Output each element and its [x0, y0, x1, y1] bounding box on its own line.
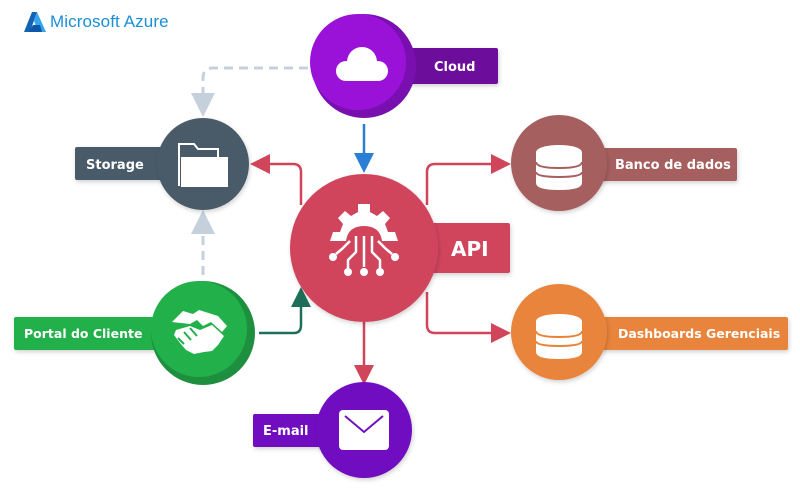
dashboards-label-box: [574, 317, 788, 350]
node-database[interactable]: Banco de dados: [511, 115, 737, 211]
portal-label: Portal do Cliente: [24, 326, 142, 341]
api-gear-circuit-icon: [329, 204, 399, 276]
envelope-icon: [339, 410, 389, 450]
database-icon: [535, 145, 583, 190]
connector-cloud-storage: [191, 66, 308, 117]
email-label: E-mail: [263, 424, 309, 439]
connector-api-storage: [250, 154, 303, 205]
database-label-box: [574, 148, 737, 181]
handshake-icon: [172, 310, 227, 354]
connector-api-database: [425, 154, 511, 205]
azure-logo-icon: [24, 12, 46, 32]
node-api[interactable]: API: [290, 174, 510, 322]
api-label: API: [451, 237, 489, 261]
node-dashboards[interactable]: Dashboards Gerenciais: [511, 284, 788, 380]
node-portal[interactable]: Portal do Cliente: [14, 281, 255, 385]
cloud-label-box: [395, 48, 498, 84]
brand-logo: Microsoft Azure: [24, 12, 169, 32]
connector-portal-api: [259, 287, 311, 335]
storage-label: Storage: [86, 158, 144, 173]
brand-name: Microsoft Azure: [50, 12, 169, 31]
node-cloud[interactable]: Cloud: [310, 14, 498, 118]
portal-label-box: [14, 317, 164, 350]
folder-icon: [178, 143, 228, 187]
connector-api-dashboards: [425, 292, 511, 343]
email-label-box: [253, 414, 328, 447]
cloud-icon: [336, 47, 388, 81]
node-storage[interactable]: Storage: [75, 118, 249, 210]
database-icon: [535, 314, 583, 359]
node-email[interactable]: E-mail: [253, 382, 412, 478]
dashboards-label: Dashboards Gerenciais: [618, 326, 780, 341]
database-label: Banco de dados: [615, 158, 731, 173]
cloud-label: Cloud: [434, 60, 476, 75]
api-label-box: [420, 223, 510, 273]
storage-label-box: [75, 147, 175, 180]
